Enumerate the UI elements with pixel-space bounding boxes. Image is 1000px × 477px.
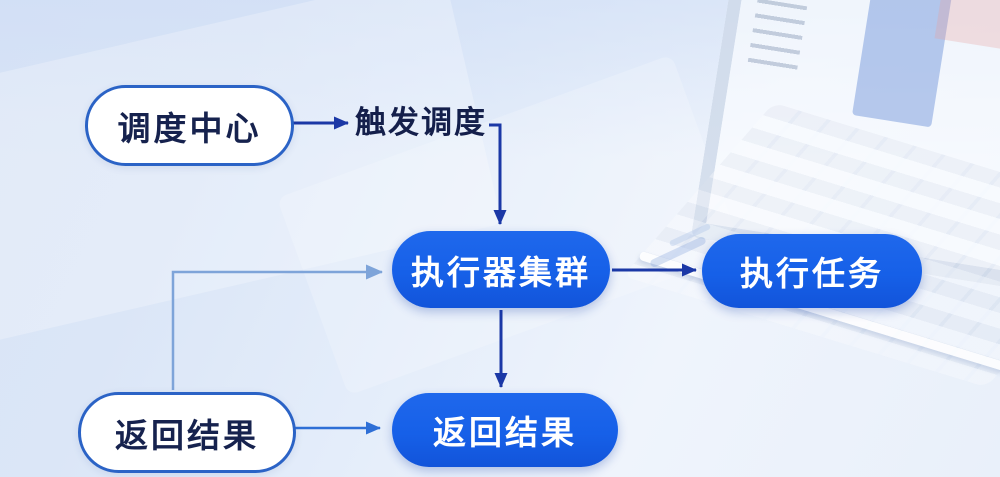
node-dispatch-center: 调度中心 <box>85 85 294 166</box>
edge-label-trigger-dispatch: 触发调度 <box>355 105 487 140</box>
node-return-result-source: 返回结果 <box>78 392 296 473</box>
node-executor-cluster: 执行器集群 <box>392 231 610 308</box>
node-execute-task: 执行任务 <box>702 234 922 308</box>
node-return-result-target: 返回结果 <box>392 393 618 467</box>
